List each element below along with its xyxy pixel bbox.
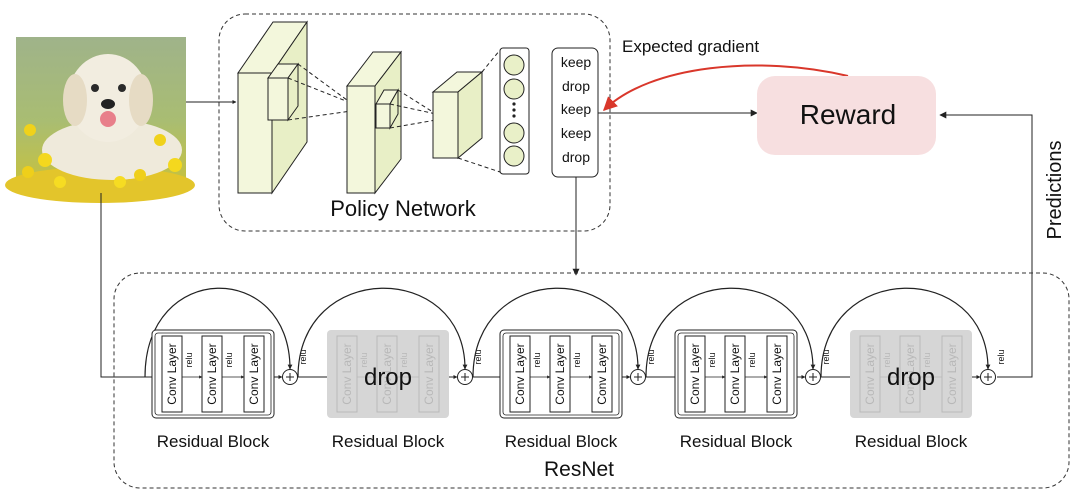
conv-layer bbox=[591, 335, 613, 413]
residual-block-caption: Residual Block bbox=[680, 432, 793, 451]
relu-label: relu bbox=[572, 352, 582, 367]
conv-layer bbox=[941, 335, 963, 413]
resnet-title: ResNet bbox=[544, 458, 614, 481]
residual-block-caption: Residual Block bbox=[505, 432, 618, 451]
residual-blocks: Conv Layer relu Conv Layer relu Conv Layer re… bbox=[144, 287, 1006, 451]
conv-layer-label: Conv Layer bbox=[247, 343, 261, 404]
conv-layer bbox=[549, 335, 571, 413]
residual-block-caption: Residual Block bbox=[332, 432, 445, 451]
relu-label: relu bbox=[359, 352, 369, 367]
expected-gradient-arrow bbox=[602, 64, 849, 111]
conv-layer-label: Conv Layer bbox=[165, 343, 179, 404]
skip-connection bbox=[645, 287, 816, 378]
conv-layer bbox=[859, 335, 881, 413]
decision-2: drop bbox=[562, 78, 590, 94]
conv-layer bbox=[899, 335, 921, 413]
relu-label: relu bbox=[298, 349, 308, 364]
residual-block-caption: Residual Block bbox=[855, 432, 968, 451]
policy-fc-layer bbox=[499, 47, 530, 175]
skip-connection bbox=[297, 287, 468, 378]
relu-label: relu bbox=[882, 352, 892, 367]
drop-label: drop bbox=[364, 364, 412, 391]
conv-layer bbox=[509, 335, 531, 413]
decision-3: keep bbox=[561, 101, 592, 117]
conv-layer-label: Conv Layer bbox=[340, 343, 354, 404]
conv-layer bbox=[724, 335, 746, 413]
conv-layer bbox=[418, 335, 440, 413]
resnet-box bbox=[113, 272, 1070, 489]
conv-layer bbox=[201, 335, 223, 413]
decision-1: keep bbox=[561, 54, 592, 70]
conv-layer-label: Conv Layer bbox=[422, 343, 436, 404]
relu-label: relu bbox=[707, 352, 717, 367]
drop-label: drop bbox=[887, 364, 935, 391]
decision-4: keep bbox=[561, 125, 592, 141]
reward-label: Reward bbox=[800, 99, 896, 130]
conv-layer-label: Conv Layer bbox=[553, 343, 567, 404]
conv-layer-label: Conv Layer bbox=[205, 343, 219, 404]
policy-conv-cube-2 bbox=[345, 50, 403, 195]
relu-label: relu bbox=[532, 352, 542, 367]
relu-label: relu bbox=[646, 349, 656, 364]
conv-layer-label: Conv Layer bbox=[595, 343, 609, 404]
conv-layer-label: Conv Layer bbox=[380, 343, 394, 404]
conv-layer-label: Conv Layer bbox=[863, 343, 877, 404]
residual-block-caption: Residual Block bbox=[157, 432, 270, 451]
conv-layer-label: Conv Layer bbox=[770, 343, 784, 404]
conv-layer bbox=[243, 335, 265, 413]
conv-layer-label: Conv Layer bbox=[688, 343, 702, 404]
conv-layer-label: Conv Layer bbox=[945, 343, 959, 404]
conv-layer bbox=[684, 335, 706, 413]
conv-layer-label: Conv Layer bbox=[728, 343, 742, 404]
policy-network-box bbox=[218, 13, 611, 232]
policy-network-title: Policy Network bbox=[330, 196, 476, 221]
conv-layer bbox=[336, 335, 358, 413]
conv-layer bbox=[766, 335, 788, 413]
relu-label: relu bbox=[821, 349, 831, 364]
conv-layer bbox=[161, 335, 183, 413]
conv-layer-label: Conv Layer bbox=[513, 343, 527, 404]
relu-label: relu bbox=[184, 352, 194, 367]
relu-label: relu bbox=[399, 352, 409, 367]
relu-label: relu bbox=[996, 349, 1006, 364]
conv-layer bbox=[376, 335, 398, 413]
reward-box bbox=[757, 76, 936, 155]
relu-label: relu bbox=[473, 349, 483, 364]
skip-connection bbox=[820, 287, 991, 378]
skip-connection bbox=[472, 287, 641, 378]
conv-layer-label: Conv Layer bbox=[903, 343, 917, 404]
relu-label: relu bbox=[224, 352, 234, 367]
relu-label: relu bbox=[922, 352, 932, 367]
decision-5: drop bbox=[562, 149, 590, 165]
policy-conv-cube-1 bbox=[237, 20, 308, 195]
policy-conv-cube-3 bbox=[431, 70, 484, 160]
relu-label: relu bbox=[747, 352, 757, 367]
predictions-label: Predictions bbox=[1044, 141, 1066, 240]
expected-gradient-label: Expected gradient bbox=[622, 37, 759, 56]
input-dog-image bbox=[5, 37, 195, 203]
